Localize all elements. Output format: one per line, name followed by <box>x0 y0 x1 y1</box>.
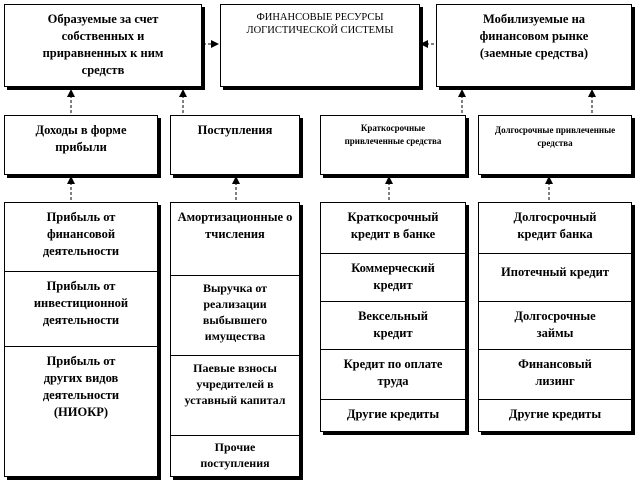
profit-item-label: Прибыль от других видов деятельности (НИ… <box>42 354 120 419</box>
long-term-item-label: Долгосрочный кредит банка <box>513 210 597 241</box>
short-term-item-label: Краткосрочный кредит в банке <box>347 210 439 241</box>
short-term-item-label: Вексельный кредит <box>358 309 428 340</box>
receipts-item-label: Паевые взносы учредителей в уставный кап… <box>184 361 286 407</box>
long-term-item-label: Долгосрочные займы <box>514 309 596 340</box>
own-funds-label: Образуемые за счет собственных и приравн… <box>42 12 164 77</box>
short-term-item-label: Другие кредиты <box>346 407 440 421</box>
long-term-column: Долгосрочный кредит банка Ипотечный кред… <box>478 202 632 432</box>
long-term-item-label: Другие кредиты <box>508 407 602 421</box>
financial-resources-box: ФИНАНСОВЫЕ РЕСУРСЫ ЛОГИСТИЧЕСКОЙ СИСТЕМЫ <box>220 4 420 87</box>
short-term-item: Другие кредиты <box>321 399 465 433</box>
long-term-item: Финансовый лизинг <box>479 349 631 399</box>
receipts-label: Поступления <box>197 123 273 137</box>
own-funds-box: Образуемые за счет собственных и приравн… <box>4 4 202 87</box>
profit-item: Прибыль от финансовой деятельности <box>5 203 157 271</box>
long-term-item: Долгосрочные займы <box>479 301 631 349</box>
short-term-box: Краткосрочные привлеченные средства <box>320 115 466 175</box>
long-term-box: Долгосрочные привлеченные средства <box>478 115 632 175</box>
income-profit-label: Доходы в форме прибыли <box>35 123 127 154</box>
financial-resources-title: ФИНАНСОВЫЕ РЕСУРСЫ ЛОГИСТИЧЕСКОЙ СИСТЕМЫ <box>246 12 394 36</box>
short-term-item: Кредит по оплате труда <box>321 349 465 399</box>
income-profit-box: Доходы в форме прибыли <box>4 115 158 175</box>
receipts-column: Амортизационные отчисления Выручка от ре… <box>170 202 300 477</box>
profit-column: Прибыль от финансовой деятельности Прибы… <box>4 202 158 477</box>
long-term-item-label: Финансовый лизинг <box>518 357 592 388</box>
borrowed-funds-label: Мобилизуемые на финансовом рынке (заемны… <box>479 12 589 60</box>
borrowed-funds-box: Мобилизуемые на финансовом рынке (заемны… <box>436 4 632 87</box>
short-term-item: Коммерческий кредит <box>321 253 465 301</box>
long-term-label: Долгосрочные привлеченные средства <box>494 125 616 148</box>
profit-item-label: Прибыль от финансовой деятельности <box>42 210 120 258</box>
long-term-item-label: Ипотечный кредит <box>501 265 609 279</box>
receipts-item: Прочие поступления <box>171 435 299 478</box>
profit-item: Прибыль от других видов деятельности (НИ… <box>5 346 157 478</box>
receipts-item-label: Прочие поступления <box>200 440 270 470</box>
receipts-item-label: Амортизационные отчисления <box>177 210 293 241</box>
short-term-column: Краткосрочный кредит в банке Коммерчески… <box>320 202 466 432</box>
short-term-item-label: Коммерческий кредит <box>351 261 435 292</box>
receipts-item-label: Выручка от реализации выбывшего имуществ… <box>202 281 268 343</box>
long-term-item: Ипотечный кредит <box>479 253 631 301</box>
receipts-item: Выручка от реализации выбывшего имуществ… <box>171 275 299 355</box>
short-term-item-label: Кредит по оплате труда <box>343 357 443 388</box>
long-term-item: Другие кредиты <box>479 399 631 433</box>
receipts-item: Паевые взносы учредителей в уставный кап… <box>171 355 299 435</box>
long-term-item: Долгосрочный кредит банка <box>479 203 631 253</box>
short-term-item: Вексельный кредит <box>321 301 465 349</box>
profit-item-label: Прибыль от инвестиционной деятельности <box>33 279 129 327</box>
receipts-item: Амортизационные отчисления <box>171 203 299 275</box>
receipts-box: Поступления <box>170 115 300 175</box>
short-term-label: Краткосрочные привлеченные средства <box>344 123 442 146</box>
profit-item: Прибыль от инвестиционной деятельности <box>5 271 157 346</box>
short-term-item: Краткосрочный кредит в банке <box>321 203 465 253</box>
